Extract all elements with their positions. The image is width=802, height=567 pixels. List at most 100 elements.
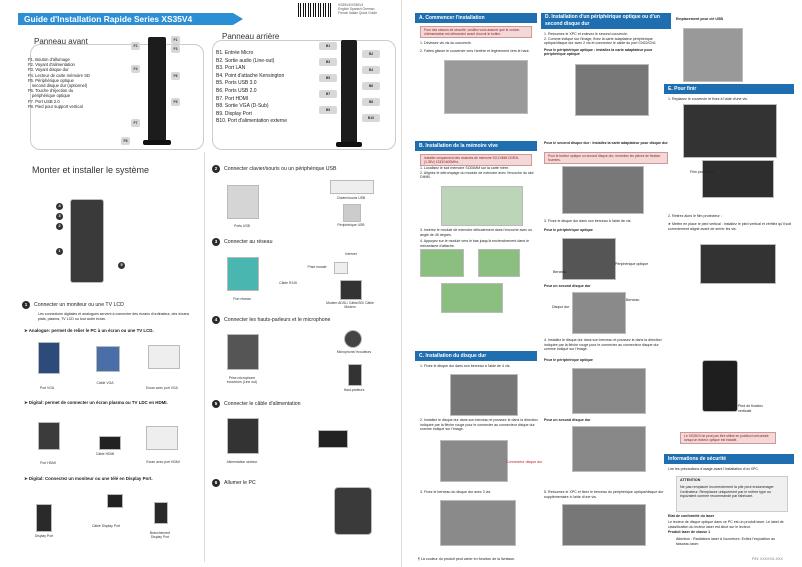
front-item: second disque dur (optionnel) <box>32 83 88 89</box>
section-b-steps-1: 1. Localisez le slot mémoire SODIMM sur … <box>420 166 538 180</box>
step: 1. Retournez le XPC et enlevez le second… <box>544 32 628 36</box>
section-a-steps: 1. Dévissez vis vis du couvercle. 2. Fai… <box>420 41 538 53</box>
caption: Ecran avec port VGA <box>146 386 178 390</box>
guide-title: Guide d'Installation Rapide Series XS35V… <box>18 13 233 36</box>
section-d-step4: 4. Installez le disque dur dans son berc… <box>544 338 662 352</box>
sub-title: Pour un second disque dur <box>544 284 591 288</box>
securite-header: Informations de sécurité <box>664 454 794 464</box>
laser-class: Produit laser de classe 1 <box>668 530 711 534</box>
digital-text: Digital: permet de connecter un écran pl… <box>28 400 168 405</box>
panneau-avant-title: Panneau avant <box>34 37 88 46</box>
label: Berceau <box>626 298 640 302</box>
hdd-adapter-image <box>562 166 644 214</box>
caption: Câble RJ45 <box>279 281 297 285</box>
step2-title: Connecter clavier/souris ou un périphéri… <box>224 166 337 172</box>
system-image <box>70 199 104 283</box>
caption: Clavier/souris USB <box>336 196 366 200</box>
footer-code: P/N: XXXXXX-XXX <box>752 557 783 561</box>
label-b6: B6 <box>362 82 380 90</box>
hdd-fix-image <box>440 500 516 546</box>
vga-port-image <box>38 342 60 374</box>
securite-intro: Lire les précautions d'usage avant l'ins… <box>668 467 759 471</box>
panneau-arriere-title: Panneau arrière <box>222 32 280 41</box>
title-arrow <box>233 13 243 25</box>
usb-ports-image <box>227 185 259 219</box>
hdmi-screen-image <box>146 426 178 450</box>
caption: Ports USB <box>234 224 250 228</box>
power-on-image <box>334 487 372 535</box>
step1-circle: 1 <box>22 301 30 309</box>
label: Film protecteur <box>690 170 714 174</box>
rear-item: B4. Point d'attache Kensington <box>216 72 285 79</box>
marker: 1 <box>56 248 63 255</box>
modem-image <box>340 280 362 300</box>
rear-labels-right: B2 B4 B6 B8 B10 <box>362 50 380 122</box>
rear-item: B3. Port LAN <box>216 65 246 72</box>
caption: Display Port <box>34 534 54 538</box>
label-b9: B9 <box>319 106 337 114</box>
section-a-warning: Pour des raisons de sécurité, veuillez v… <box>420 26 532 38</box>
attention-title: ATTENTION <box>680 478 701 482</box>
section-e-step3: ➤ Mettre en place le pied vertical : Ins… <box>668 222 792 231</box>
step5-title: Connecter le câble d'alimentation <box>224 401 301 407</box>
label-f4: F4 <box>131 65 140 73</box>
rear-labels-left: B1 B3 B5 B7 B9 <box>319 42 337 114</box>
front-item: F1. Bouton d'allumage <box>28 57 70 62</box>
step: 3. Insérez le module de mémoire délicate… <box>420 228 533 237</box>
caption: Branchement Display Port <box>149 531 171 539</box>
caption: Câble VGA <box>96 381 114 385</box>
language-list: XS35V4/XS36V4 English Spanish German Fre… <box>338 3 377 15</box>
section-b-header: B. Installation de la mémoire vive <box>415 141 537 151</box>
step3-title: Connecter au réseau <box>224 239 273 245</box>
front-item: périphérique optique <box>32 93 71 99</box>
stand-text: Mettre en place le pied vertical : Insta… <box>668 222 792 231</box>
film-image <box>702 160 774 198</box>
step1-title: Connecter un moniteur ou une TV LCD <box>34 302 124 308</box>
marker: 2 <box>56 223 63 230</box>
stand-install-image <box>700 244 776 284</box>
caption: Prise murale <box>307 265 327 269</box>
section-c-header: C. Installation du disque dur <box>415 351 537 361</box>
section-d-step5: 5. Retournez le XPC et fixez le berceau … <box>544 490 664 499</box>
optical-connect-image <box>572 368 646 414</box>
hdd-connect-image <box>572 426 646 472</box>
step4-circle: 4 <box>212 316 220 324</box>
label-f3: F3 <box>171 45 180 53</box>
hdd-bracket-image <box>450 374 518 416</box>
caption: Haut-parleurs <box>343 388 365 392</box>
section-c-step1: 1. Fixez le disque dur dans son berceau … <box>420 364 511 368</box>
label: Connecteur disque dur <box>506 460 543 464</box>
step2-circle: 2 <box>212 165 220 173</box>
attention-text: Ne pas remplacer incorrectement la pile … <box>680 485 774 499</box>
power-port-image <box>227 418 259 454</box>
speaker-image <box>348 364 362 386</box>
label-f5: F5 <box>171 98 180 106</box>
marker: 3 <box>56 213 63 220</box>
ram-slot-image <box>441 186 523 226</box>
case-bottom-image <box>562 504 646 546</box>
monter-frame <box>24 152 205 562</box>
section-d-warning: Pour le lecteur optique ou second disque… <box>544 152 668 164</box>
caption: Port HDMI <box>40 461 56 465</box>
audio-port-image <box>227 334 259 370</box>
step3-circle: 3 <box>212 238 220 246</box>
usb-device-image <box>343 204 361 222</box>
usb-slot-label: Emplacement pour clé USB <box>676 17 723 21</box>
section-e-header: E. Pour finir <box>664 84 794 94</box>
step6-title: Allumer le PC <box>224 480 256 486</box>
rear-item: B5. Ports USB 3.0 <box>216 80 257 87</box>
rear-item: B10. Port d'alimentation externe <box>216 118 287 125</box>
monter-title: Monter et installer le système <box>32 165 150 175</box>
label: Disque dur <box>552 305 570 309</box>
barcode <box>298 3 332 17</box>
section-e-step2: 2. Retirez alors le film protecteur : <box>668 214 722 218</box>
hdd-adapter-title: Pour le second disque dur : Installez la… <box>544 141 668 145</box>
ram-insert-image <box>420 249 464 277</box>
keyboard-image <box>330 180 374 194</box>
step5-circle: 5 <box>212 400 220 408</box>
caption: Internet <box>345 252 357 256</box>
caption: Alimentation secteur <box>226 460 258 464</box>
step: 2. Comme indiqué sur l'image, fixez la c… <box>544 36 656 46</box>
label-f6: F6 <box>171 72 180 80</box>
sub-title: Pour le périphérique optique <box>544 228 593 232</box>
